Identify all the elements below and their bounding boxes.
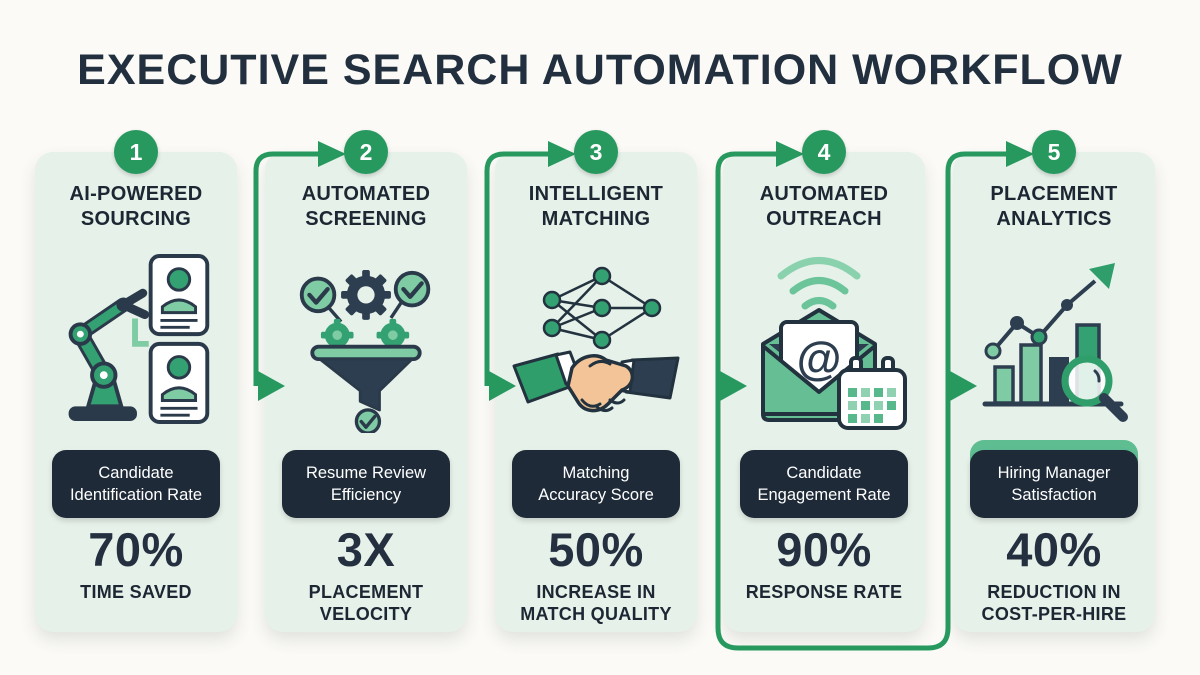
analytics-magnifier-icon <box>953 244 1155 434</box>
step-5-title: PLACEMENT ANALYTICS <box>953 182 1155 232</box>
caption-line: VELOCITY <box>319 603 413 624</box>
metric-line: Matching <box>562 463 630 482</box>
step-card-4: 4 AUTOMATED OUTREACH @ <box>723 130 925 632</box>
page-title: EXECUTIVE SEARCH AUTOMATION WORKFLOW <box>77 46 1123 94</box>
step-card-2: 2 AUTOMATED SCREENING <box>265 130 467 632</box>
step-2-title-line1: AUTOMATED <box>301 183 431 205</box>
metric-line: Candidate <box>786 463 862 482</box>
step-4-title-line2: OUTREACH <box>766 208 882 230</box>
step-5-stat-value: 40% <box>1006 523 1102 576</box>
handshake-network-icon <box>495 244 697 434</box>
step-2-number-badge: 2 <box>344 130 388 174</box>
step-5-title-line2: ANALYTICS <box>996 208 1112 230</box>
step-5-metric-label: Hiring Manager Satisfaction <box>970 450 1138 518</box>
step-4-stat-caption: RESPONSE RATE <box>723 582 925 604</box>
robot-arm-sourcing-icon <box>35 244 237 434</box>
step-4-title-line1: AUTOMATED <box>759 183 889 205</box>
step-5-title-line1: PLACEMENT <box>990 183 1118 205</box>
step-1-title: AI-POWERED SOURCING <box>35 182 237 232</box>
metric-line: Hiring Manager <box>997 463 1111 482</box>
step-3-metric-label: Matching Accuracy Score <box>512 450 680 518</box>
step-2-metric-label: Resume Review Efficiency <box>282 450 450 518</box>
step-2-stat-value: 3X <box>336 523 396 576</box>
step-1-number-badge: 1 <box>114 130 158 174</box>
step-2-title: AUTOMATED SCREENING <box>265 182 467 232</box>
metric-line: Satisfaction <box>1011 486 1097 504</box>
svg-text:@: @ <box>797 332 842 384</box>
step-1-stat-value: 70% <box>88 523 184 576</box>
caption-line: REDUCTION IN <box>987 582 1121 602</box>
step-3-stat-caption: INCREASE IN MATCH QUALITY <box>495 582 697 626</box>
caption-line: COST-PER-HIRE <box>981 603 1127 624</box>
step-1-metric-label: Candidate Identification Rate <box>52 450 220 518</box>
caption-line: PLACEMENT <box>308 582 424 602</box>
step-3-stat-value: 50% <box>548 523 644 576</box>
step-4-title: AUTOMATED OUTREACH <box>723 182 925 232</box>
metric-line: Efficiency <box>330 486 402 504</box>
caption-line: RESPONSE RATE <box>745 582 903 602</box>
step-card-5: 5 PLACEMENT ANALYTICS <box>953 130 1155 632</box>
caption-line: INCREASE IN <box>536 582 656 602</box>
step-5-number-badge: 5 <box>1032 130 1076 174</box>
step-4-stat-value: 90% <box>776 523 872 576</box>
metric-line: Accuracy Score <box>538 486 654 504</box>
step-card-3: 3 INTELLIGENT MATCHING <box>495 130 697 632</box>
step-1-stat-caption: TIME SAVED <box>35 582 237 604</box>
step-3-number-badge: 3 <box>574 130 618 174</box>
step-2-title-line2: SCREENING <box>305 208 427 230</box>
step-2-stat-caption: PLACEMENT VELOCITY <box>265 582 467 626</box>
caption-line: TIME SAVED <box>80 582 192 602</box>
metric-line: Resume Review <box>305 463 427 482</box>
step-3-title-line1: INTELLIGENT <box>528 183 664 205</box>
caption-line: MATCH QUALITY <box>520 603 672 624</box>
step-1-title-line1: AI-POWERED <box>69 183 203 205</box>
step-card-1: 1 AI-POWERED SOURCING <box>35 130 237 632</box>
metric-line: Candidate <box>98 463 174 482</box>
step-1-title-line2: SOURCING <box>80 208 192 230</box>
step-3-title: INTELLIGENT MATCHING <box>495 182 697 232</box>
metric-line: Identification Rate <box>69 486 203 504</box>
step-4-metric-label: Candidate Engagement Rate <box>740 450 908 518</box>
screening-funnel-icon <box>265 244 467 434</box>
email-calendar-outreach-icon: @ <box>723 244 925 434</box>
step-3-title-line2: MATCHING <box>541 208 651 230</box>
step-4-number-badge: 4 <box>802 130 846 174</box>
metric-line: Engagement Rate <box>757 486 891 504</box>
step-5-stat-caption: REDUCTION IN COST-PER-HIRE <box>953 582 1155 626</box>
